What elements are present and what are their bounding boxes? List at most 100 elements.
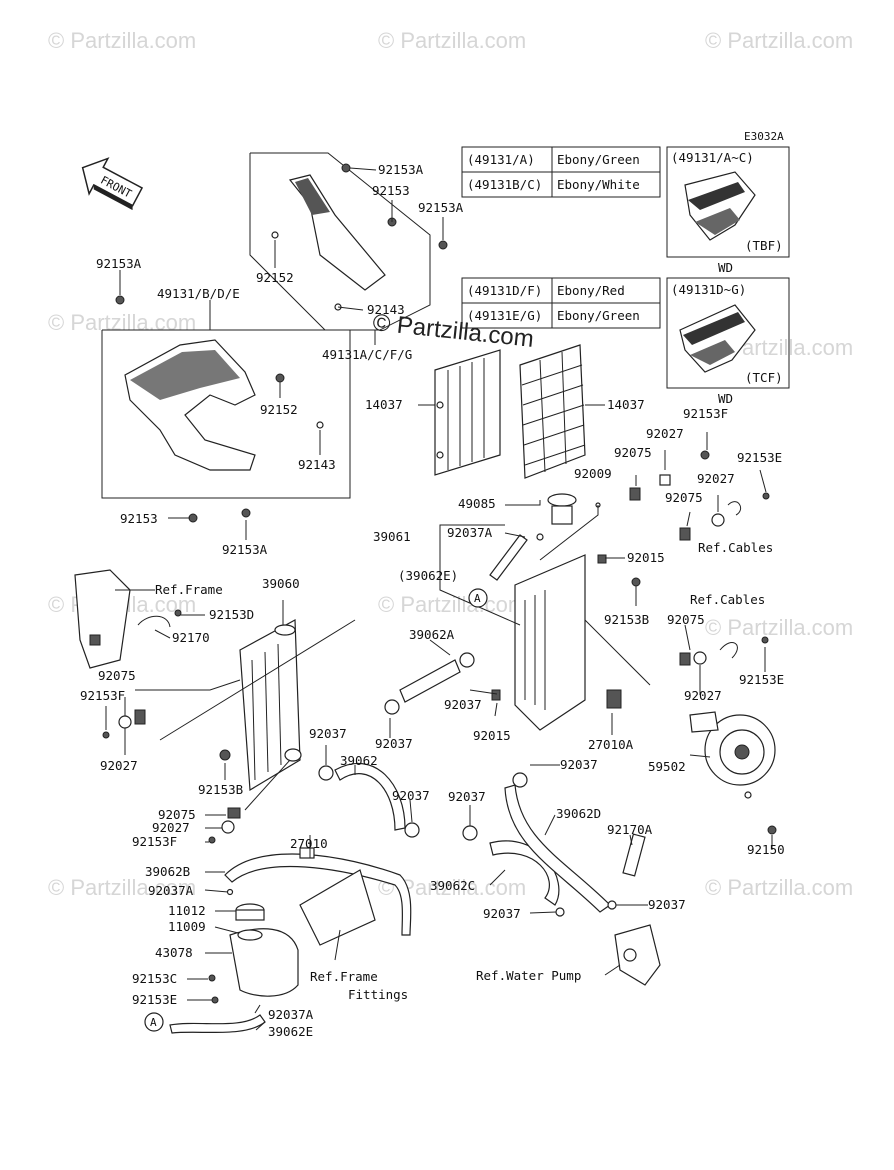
svg-text:© Partzilla.com: © Partzilla.com: [705, 28, 853, 53]
svg-text:(49131D~G): (49131D~G): [671, 282, 746, 297]
part-label: 92027: [684, 688, 722, 703]
part-label: 92153: [120, 511, 158, 526]
svg-text:A: A: [150, 1016, 157, 1029]
part-label: 92153B: [604, 612, 649, 627]
part-label: (39062E): [398, 568, 458, 583]
part-label: 92037A: [447, 525, 493, 540]
part-label: 39062E: [268, 1024, 313, 1039]
part-label: 92153F: [132, 834, 177, 849]
left-shroud-group: [101, 295, 351, 523]
part-label: Ref.Cables: [698, 540, 773, 555]
front-arrow: FRONT: [81, 157, 144, 211]
part-label: 39061: [373, 529, 411, 544]
part-label: 27010: [290, 836, 328, 851]
part-label: 14037: [365, 397, 403, 412]
part-label: 92152: [260, 402, 298, 417]
part-label: 92015: [627, 550, 665, 565]
part-label: 92170A: [607, 822, 653, 837]
diagram-code: E3032A: [744, 130, 784, 143]
part-label: 92037A: [268, 1007, 314, 1022]
water-pump: [614, 924, 661, 986]
radiator-grille-right: [519, 344, 586, 479]
part-label: 39060: [262, 576, 300, 591]
part-label: 92153E: [132, 992, 177, 1007]
part-label: 92027: [697, 471, 735, 486]
part-label: 92027: [100, 758, 138, 773]
part-label: 14037: [607, 397, 645, 412]
svg-text:A: A: [474, 592, 481, 605]
inset-shroud-tbf: (49131/A~C) (TBF) WD: [666, 146, 790, 275]
part-label: 92143: [367, 302, 405, 317]
part-label: 92170: [172, 630, 210, 645]
color-table-2: (49131D/F) Ebony/Red (49131E/G) Ebony/Gr…: [461, 277, 661, 329]
part-label: 92027: [646, 426, 684, 441]
part-label: 43078: [155, 945, 193, 960]
part-label: 39062B: [145, 864, 190, 879]
part-label: 92037: [560, 757, 598, 772]
part-label: Ref.Frame: [155, 582, 223, 597]
part-label: 92009: [574, 466, 612, 481]
color-code: (49131/A): [467, 152, 535, 167]
color-name: Ebony/Green: [557, 152, 640, 167]
left-radiator: [239, 619, 302, 792]
leader-lines: [105, 167, 773, 1031]
part-label: 11009: [168, 919, 206, 934]
part-label: 92153A: [96, 256, 142, 271]
part-label: 92037A: [148, 883, 194, 898]
part-label: 92153E: [737, 450, 782, 465]
part-label: 92075: [665, 490, 703, 505]
color-name: Ebony/White: [557, 177, 640, 192]
color-code: (49131B/C): [467, 177, 542, 192]
radiator-grille-left: [434, 349, 501, 476]
part-label: 92143: [298, 457, 336, 472]
part-label: 11012: [168, 903, 206, 918]
reserve-tank: [208, 869, 376, 1004]
part-label: 92037: [483, 906, 521, 921]
part-label: 92015: [473, 728, 511, 743]
part-label: Fittings: [348, 987, 408, 1002]
svg-text:© Partzilla.com: © Partzilla.com: [378, 28, 526, 53]
svg-text:© Partzilla.com: © Partzilla.com: [48, 875, 196, 900]
small-parts: [102, 450, 770, 917]
wd-caption: WD: [718, 260, 733, 275]
part-label: 92152: [256, 270, 294, 285]
part-label: 39062C: [430, 878, 475, 893]
part-label: 39062D: [556, 806, 601, 821]
right-radiator: [491, 493, 641, 731]
frame-reference: [74, 569, 182, 669]
svg-text:(TCF): (TCF): [745, 370, 783, 385]
part-label: 92027: [152, 820, 190, 835]
part-label: 59502: [648, 759, 686, 774]
part-label: 39062: [340, 753, 378, 768]
part-label: 92153F: [683, 406, 728, 421]
cooling-fan: [689, 711, 777, 835]
part-label: 92037: [648, 897, 686, 912]
part-label: 92153E: [739, 672, 784, 687]
part-label: 92153B: [198, 782, 243, 797]
part-label: 92037: [444, 697, 482, 712]
svg-text:(49131/A~C): (49131/A~C): [671, 150, 754, 165]
part-label: 49085: [458, 496, 496, 511]
part-label: 92037: [448, 789, 486, 804]
part-label: 92153A: [378, 162, 424, 177]
part-label: 92153F: [80, 688, 125, 703]
color-table-1: (49131/A) Ebony/Green (49131B/C) Ebony/W…: [461, 146, 661, 198]
part-label: 92075: [614, 445, 652, 460]
connection-marker-a: A A: [144, 588, 488, 1032]
part-label: 92153: [372, 183, 410, 198]
part-label: 92153D: [209, 607, 254, 622]
svg-text:© Partzilla.com: © Partzilla.com: [705, 875, 853, 900]
part-label: 92150: [747, 842, 785, 857]
color-code: (49131D/F): [467, 283, 542, 298]
svg-text:© Partzilla.com: © Partzilla.com: [705, 615, 853, 640]
part-label: Ref.Water Pump: [476, 968, 581, 983]
svg-text:© Partzilla.com: © Partzilla.com: [48, 28, 196, 53]
color-code: (49131E/G): [467, 308, 542, 323]
part-label: 92075: [158, 807, 196, 822]
part-label: Ref.Cables: [690, 592, 765, 607]
part-label: 92075: [667, 612, 705, 627]
color-name: Ebony/Red: [557, 283, 625, 298]
hoses: [169, 534, 646, 1034]
upper-shroud-group: [249, 152, 448, 331]
